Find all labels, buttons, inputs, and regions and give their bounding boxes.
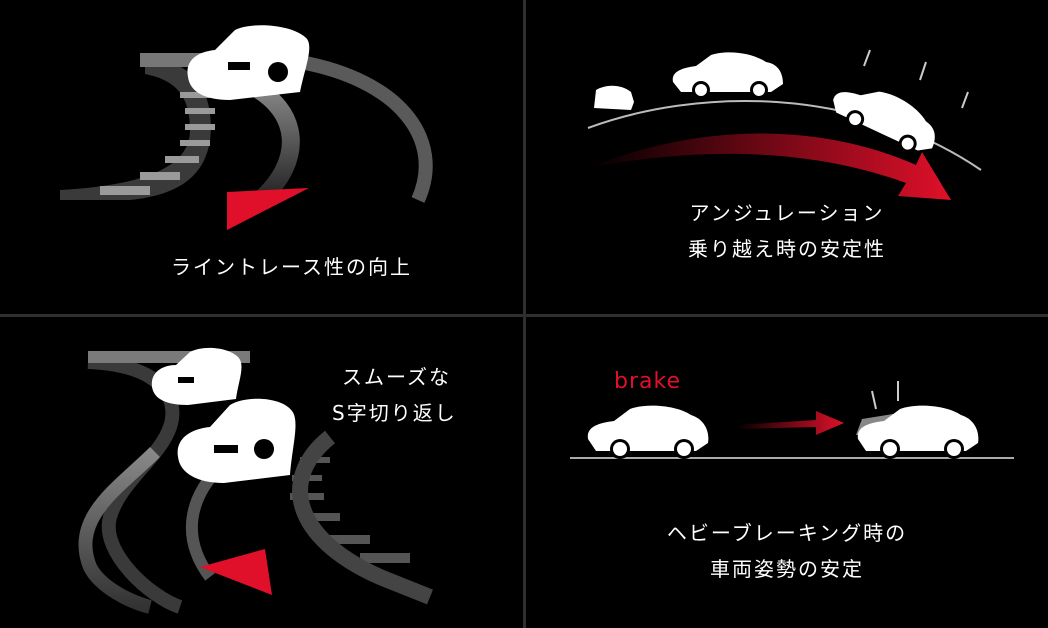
- car-icon: [151, 347, 242, 405]
- red-arrow-icon: [736, 411, 844, 435]
- panel-heavy-braking: brake ヘビーブレーキング時の 車両姿勢の安定: [526, 317, 1048, 628]
- road-stripes: [100, 92, 215, 195]
- panel-line-trace: ライントレース性の向上: [0, 0, 523, 314]
- car-icon: [672, 52, 783, 99]
- road-band: [60, 58, 211, 200]
- panel-s-turn: スムーズな S字切り返し: [0, 317, 523, 628]
- motion-lines: [871, 381, 899, 410]
- track-line-outer: [298, 55, 433, 203]
- red-arrow-icon: [200, 549, 272, 595]
- undulation-illustration: [587, 49, 982, 200]
- line-trace-caption: ライントレース性の向上: [171, 255, 412, 279]
- undulation-caption: アンジュレーション 乗り越え時の安定性: [526, 195, 1048, 267]
- track-line-inner: [245, 76, 300, 207]
- s-turn-illustration: [78, 347, 433, 614]
- heavy-braking-caption-line-1: ヘビーブレーキング時の: [666, 521, 908, 545]
- s-turn-caption-line-2: S字切り返し: [332, 401, 457, 425]
- heavy-braking-illustration: [570, 381, 1014, 459]
- brake-label: brake: [614, 369, 681, 394]
- horizontal-divider: [0, 314, 1048, 317]
- s-turn-caption-line-1: スムーズな: [342, 365, 451, 389]
- car-icon: [856, 405, 979, 459]
- s-turn-caption: スムーズな S字切り返し: [332, 359, 457, 431]
- car-icon: [587, 405, 709, 459]
- track-line-inner: [185, 462, 225, 581]
- track-line-mid: [78, 447, 160, 614]
- undulation-caption-line-2: 乗り越え時の安定性: [688, 237, 886, 261]
- road-edge-right: [292, 430, 433, 605]
- undulation-caption-line-1: アンジュレーション: [689, 201, 885, 225]
- line-trace-illustration: [60, 25, 433, 230]
- red-arrow-icon: [588, 133, 951, 200]
- heavy-braking-caption: ヘビーブレーキング時の 車両姿勢の安定: [526, 515, 1048, 587]
- car-icon: [187, 25, 310, 100]
- motion-lines: [863, 49, 969, 109]
- car-icon: [833, 91, 935, 153]
- red-arrow-icon: [227, 188, 309, 230]
- panel-undulation: アンジュレーション 乗り越え時の安定性: [526, 0, 1048, 314]
- car-icon: [177, 398, 296, 483]
- heavy-braking-caption-line-2: 車両姿勢の安定: [710, 557, 864, 581]
- car-icon: [594, 85, 634, 110]
